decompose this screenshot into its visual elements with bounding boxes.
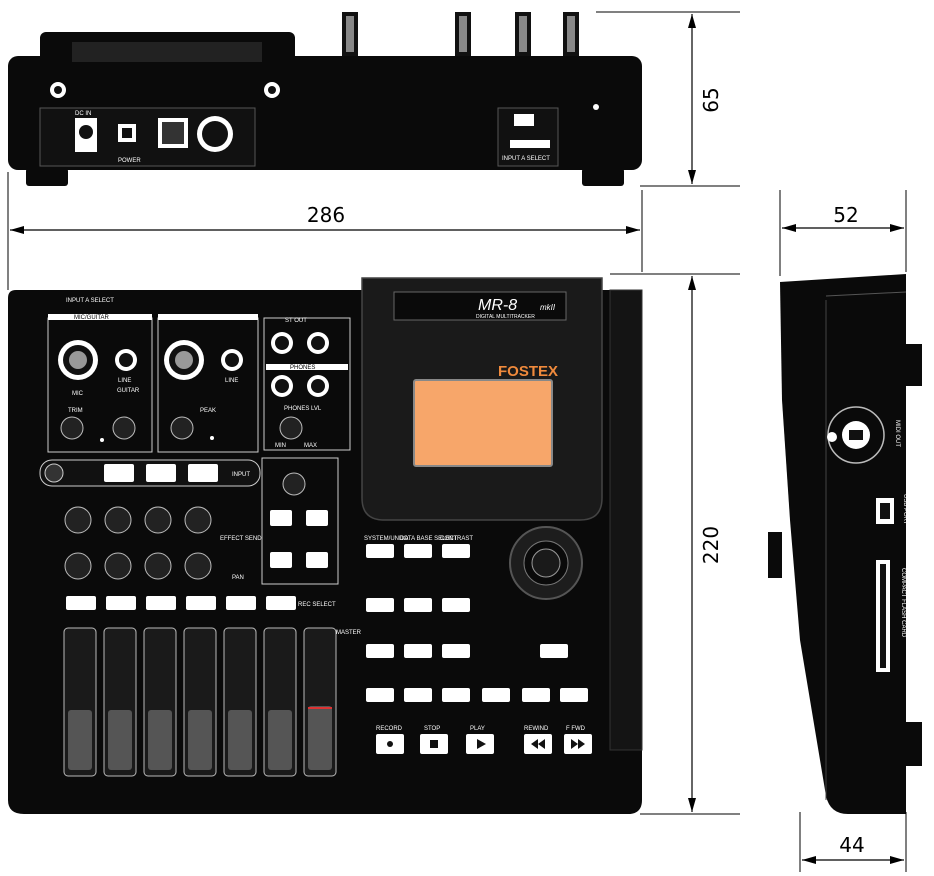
master-label: MASTER [336,630,362,636]
side-view: MIDI OUT USB PORT COMPACT FLASH CARD [768,274,922,814]
transport-buttons [376,734,592,754]
input-button-2[interactable] [146,464,176,482]
data-base-select-label: DATA BASE SELECT [400,536,458,542]
stop-label: STOP [424,726,440,732]
dc-in-label: DC IN [75,111,91,117]
max-label: MAX [304,443,317,449]
line-label-b: LINE [225,378,238,384]
function-buttons [366,544,588,702]
model-suffix: mkII [540,303,556,312]
rear-input-select-label: INPUT A SELECT [502,156,550,162]
power-label: POWER [118,158,141,164]
compact-flash-label: COMPACT FLASH CARD [900,568,906,638]
dimension-52: 52 [779,190,907,276]
dim-width: 286 [307,203,345,227]
rewind-label: REWIND [524,726,549,732]
dim-top-height: 65 [699,87,723,112]
midi-out-label: MIDI OUT [894,420,900,447]
rear-jacks [342,12,579,56]
phones-label: PHONES [290,365,315,371]
top-view: MR-8 mkII DIGITAL MULTITRACKER FOSTEX IN… [8,277,643,814]
faders [63,627,337,777]
guitar-label: GUITAR [117,388,140,394]
lcd-display [413,379,553,467]
effect-send-label: EFFECT SEND [220,536,262,542]
phones-level-knob[interactable] [279,416,303,440]
input-button-1[interactable] [104,464,134,482]
trim-label: TRIM [68,408,83,414]
line-label: LINE [118,378,131,384]
play-label: PLAY [470,726,485,732]
model-subtitle: DIGITAL MULTITRACKER [476,314,535,320]
usb-label: USB PORT [902,494,908,525]
min-label: MIN [275,443,286,449]
brand-logo: FOSTEX [498,363,558,380]
record-label: RECORD [376,726,403,732]
trim-knob-guitar[interactable] [112,416,136,440]
mic-guitar-label: MIC/GUITAR [74,315,110,321]
side-body [780,274,906,814]
contrast-label: CONTRAST [440,536,473,542]
dim-side-bottom: 44 [839,833,864,857]
model-name: MR-8 [478,297,517,314]
dimension-65: 65 [596,11,740,187]
dimension-44: 44 [799,812,907,872]
st-out-label: ST OUT [285,318,307,324]
input-button-3[interactable] [188,464,218,482]
trim-knob-b[interactable] [170,416,194,440]
system-undo-label: SYSTEM/UNDO [364,536,408,542]
dim-side-width: 52 [833,203,858,227]
effect-send-knobs [64,506,212,580]
dimension-220: 220 [610,273,740,815]
dim-depth: 220 [699,526,723,564]
f-fwd-label: F FWD [566,726,586,732]
mic-label: MIC [72,391,84,397]
input-a-select-label: INPUT A SELECT [66,298,114,304]
input-label: INPUT [232,472,250,478]
rec-select-buttons [66,596,296,610]
phones-level-label: PHONES LVL [284,406,322,412]
dimension-286: 286 [7,172,643,290]
trim-knob-a[interactable] [60,416,84,440]
rear-view: DC IN POWER INPUT A SELECT [8,12,642,186]
peak-label: PEAK [200,408,216,414]
rec-select-label: REC SELECT [298,602,336,608]
pan-label: PAN [232,575,244,581]
